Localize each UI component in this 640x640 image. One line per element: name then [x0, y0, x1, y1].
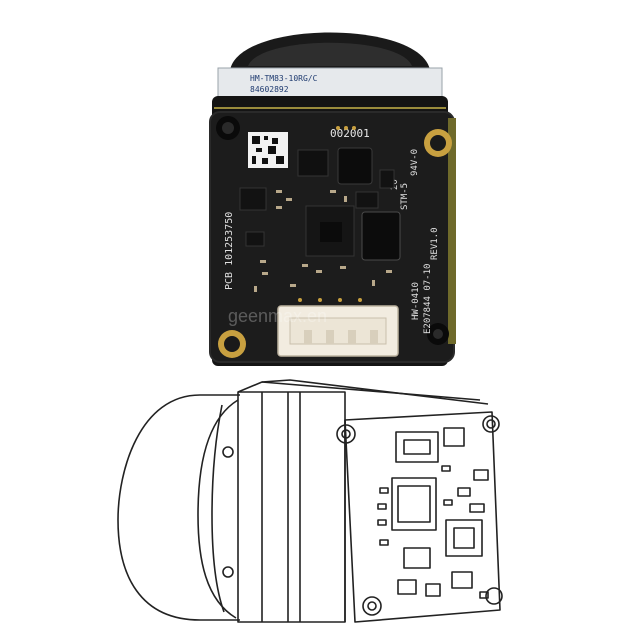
body-outline	[237, 391, 346, 623]
drawing-ic	[445, 519, 483, 557]
pcb-number-text: PCB 101253750	[224, 212, 235, 290]
lens-outline	[117, 394, 201, 621]
pcb-revision-text: REV1.0	[430, 227, 440, 260]
camera-photo: HM-TM83-10RG/C 84602892	[209, 32, 456, 366]
pcb-rating-text: 94V-0	[410, 149, 420, 176]
label-serial: 84602892	[250, 85, 289, 94]
pcb-hw-text: HW-0410	[411, 282, 421, 320]
pcb-outline	[344, 411, 501, 623]
camera-line-drawing	[117, 379, 503, 623]
jst-connector	[277, 305, 399, 357]
pcb-cert-text: E207844 07-10	[423, 264, 433, 334]
drawing-screw-top	[336, 424, 356, 444]
top-label	[217, 67, 443, 99]
drawing-connector	[395, 431, 439, 463]
qr-code	[248, 132, 288, 168]
lens-ring	[248, 42, 412, 66]
pcb-stm-text: STM-5	[400, 183, 410, 210]
drawing-screw-bottom	[362, 596, 382, 616]
inductor-large	[337, 147, 373, 185]
pcb-top-text: 20	[390, 179, 400, 190]
label-model: HM-TM83-10RG/C	[250, 74, 318, 83]
watermark-text: geenmax.en	[228, 306, 327, 326]
drawing-inductor	[391, 477, 437, 531]
pcb-id-text: 002001	[330, 127, 370, 140]
inductor-small	[361, 211, 401, 261]
sensor-chip	[239, 187, 267, 211]
pcb-components	[239, 126, 401, 302]
regulator-chip	[297, 149, 329, 177]
board-edge-strip	[448, 118, 456, 344]
